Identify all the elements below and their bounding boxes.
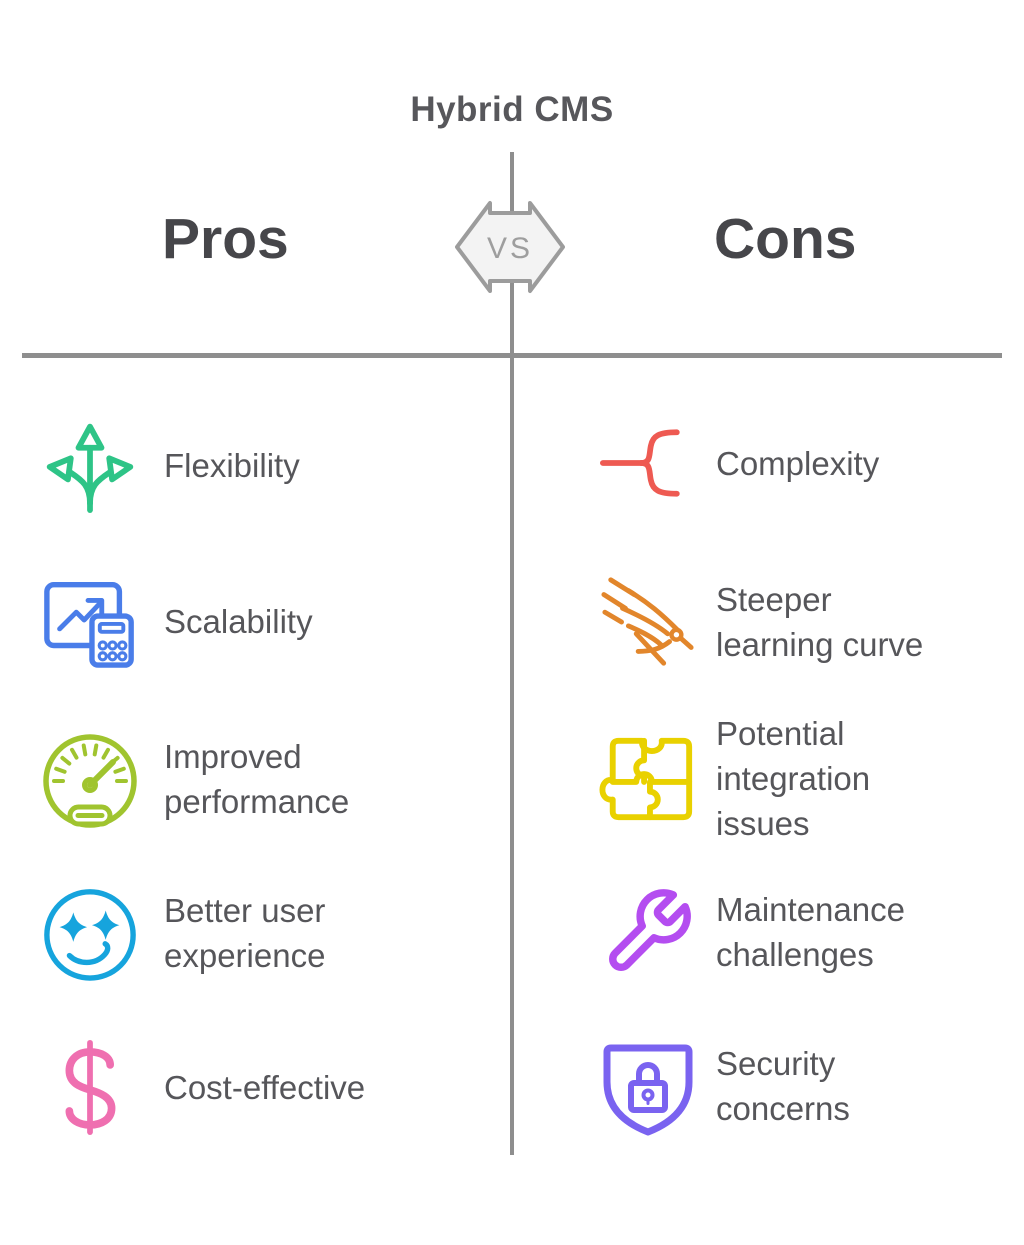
- pros-item-label: Improved performance: [164, 738, 350, 820]
- cons-item-label: Steeper learning curve: [716, 581, 924, 663]
- shield-lock-icon: [598, 1034, 698, 1138]
- pros-item-flexibility: Flexibility: [40, 413, 464, 517]
- pros-item-label: Flexibility: [164, 446, 300, 484]
- cons-item-maintenance-challenges: Maintenance challenges: [598, 880, 996, 984]
- cons-item-label: Security concerns: [716, 1045, 850, 1127]
- puzzle-icon: [598, 726, 698, 830]
- pros-item-label: Cost-effective: [164, 1068, 366, 1106]
- cons-item-label: Potential integration issues: [716, 714, 871, 842]
- smiley-star-eyes-icon: [40, 881, 140, 985]
- wrench-icon: [598, 880, 698, 984]
- speedometer-icon: [40, 727, 140, 831]
- pros-item-label: Better user experience: [164, 892, 326, 974]
- vs-badge: VS: [455, 201, 565, 293]
- cons-item-potential-integration-issues: Potential integration issues: [598, 715, 996, 842]
- pros-header: Pros: [162, 207, 289, 271]
- page-title: Hybrid CMS: [410, 90, 614, 129]
- cons-item-label: Maintenance challenges: [716, 891, 905, 973]
- dollar-sign-icon: [40, 1035, 140, 1139]
- branching-fork-icon: [598, 411, 698, 515]
- pros-item-improved-performance: Improved performance: [40, 727, 464, 831]
- cons-item-steeper-learning-curve: Steeper learning curve: [598, 570, 996, 674]
- pros-item-scalability: Scalability: [40, 569, 464, 673]
- diving-bird-icon: [598, 570, 698, 674]
- vertical-divider: [510, 152, 514, 1155]
- pros-item-cost-effective: Cost-effective: [40, 1035, 464, 1139]
- pros-item-better-user-experience: Better user experience: [40, 881, 464, 985]
- cons-item-complexity: Complexity: [598, 411, 996, 515]
- vs-label: VS: [487, 232, 533, 265]
- cons-item-security-concerns: Security concerns: [598, 1034, 996, 1138]
- cons-header: Cons: [714, 207, 857, 271]
- pros-item-label: Scalability: [164, 602, 313, 640]
- cons-item-label: Complexity: [716, 444, 880, 482]
- monitor-calculator-icon: [40, 569, 140, 673]
- horizontal-divider: [22, 353, 1002, 358]
- three-way-arrows-icon: [40, 413, 140, 517]
- double-arrow-icon: [455, 201, 565, 293]
